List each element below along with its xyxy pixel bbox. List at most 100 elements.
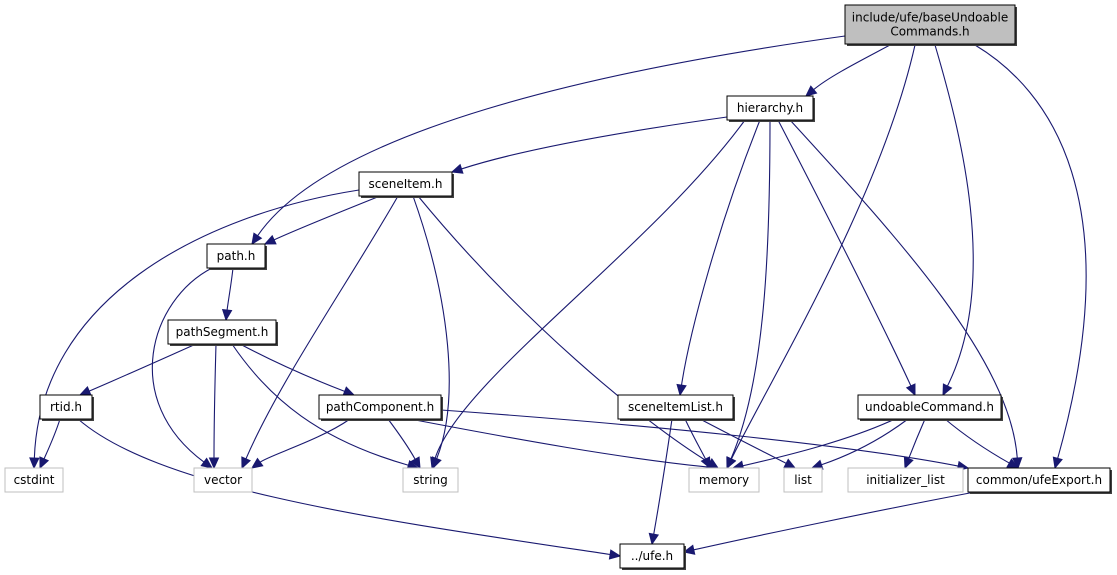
- edge-hierarchy-to-memory: [730, 119, 771, 460]
- edge-path-to-pathSegment: [226, 267, 234, 311]
- arrowhead-pathComponent-to-string: [410, 456, 421, 470]
- node-list: list: [783, 467, 823, 493]
- node-label: string: [413, 473, 447, 487]
- arrowhead-pathSegment-to-pathComponent: [342, 386, 356, 397]
- node-label: common/ufeExport.h: [976, 473, 1102, 487]
- arrowhead-sceneItem-to-vector: [241, 456, 252, 470]
- node-box[interactable]: [726, 95, 814, 121]
- node-box[interactable]: [619, 543, 685, 569]
- node-box[interactable]: [358, 171, 453, 197]
- node-label: pathSegment.h: [176, 325, 269, 339]
- node-label: vector: [204, 473, 242, 487]
- node-box[interactable]: [617, 394, 734, 420]
- edge-hierarchy-to-ufeExport: [789, 119, 1018, 459]
- arrowhead-sceneItem-to-cstdint: [29, 457, 40, 470]
- arrowhead-pathSegment-to-vector: [208, 457, 220, 470]
- node-label: sceneItemList.h: [628, 400, 723, 414]
- edge-pathComponent-to-vector: [259, 418, 351, 463]
- edge-root-to-hierarchy: [813, 44, 891, 91]
- node-label: include/ufe/baseUndoable: [852, 11, 1008, 25]
- arrowhead-sceneItem-to-string: [431, 456, 442, 470]
- arrowhead-sceneItem-to-path: [263, 234, 277, 245]
- node-box[interactable]: [39, 394, 93, 420]
- node-box: [847, 467, 964, 493]
- node-label: memory: [699, 473, 749, 487]
- node-path[interactable]: path.h: [206, 243, 267, 270]
- edge-hierarchy-to-sceneItemList: [680, 119, 761, 386]
- arrowhead-hierarchy-to-memory: [726, 456, 737, 470]
- node-box[interactable]: [857, 394, 1002, 420]
- arrowhead-path-to-vector: [200, 457, 213, 469]
- arrowhead-sceneItemList-to-memory: [700, 456, 711, 470]
- node-label: undoableCommand.h: [865, 400, 994, 414]
- arrowhead-sceneItemList-to-list: [783, 458, 797, 469]
- edge-root-to-memory: [730, 44, 916, 460]
- edge-ufeExport-to-ufe: [693, 491, 976, 551]
- node-string: string: [402, 467, 459, 493]
- node-box[interactable]: [318, 394, 442, 420]
- node-memory: memory: [688, 467, 760, 493]
- node-box: [4, 467, 64, 493]
- edge-pathComponent-to-string: [387, 418, 416, 460]
- edge-hierarchy-to-sceneItem: [461, 116, 728, 170]
- arrowhead-path-to-pathSegment: [221, 308, 233, 322]
- node-box[interactable]: [967, 467, 1111, 493]
- node-hierarchy[interactable]: hierarchy.h: [726, 95, 815, 122]
- edge-undoableCommand-to-memory: [742, 418, 896, 467]
- edge-undoableCommand-to-initializer_list: [908, 418, 926, 459]
- node-box: [783, 467, 823, 493]
- node-rtid[interactable]: rtid.h: [39, 394, 94, 421]
- node-box[interactable]: [206, 243, 266, 269]
- node-label: hierarchy.h: [737, 101, 803, 115]
- node-ufeExport[interactable]: common/ufeExport.h: [967, 467, 1112, 494]
- node-box[interactable]: [167, 319, 277, 345]
- node-label: initializer_list: [866, 473, 945, 487]
- edge-sceneItemList-to-memory: [684, 418, 707, 460]
- node-label: sceneItem.h: [369, 177, 443, 191]
- node-undoableCommand[interactable]: undoableCommand.h: [857, 394, 1003, 421]
- arrowhead-ufeExport-to-ufe: [682, 544, 696, 555]
- edge-pathSegment-to-pathComponent: [239, 343, 345, 392]
- node-label: ../ufe.h: [631, 549, 673, 563]
- arrowhead-root-to-undoableCommand: [942, 383, 953, 397]
- arrowhead-undoableCommand-to-ufeExport: [1006, 458, 1020, 469]
- node-sceneItemList[interactable]: sceneItemList.h: [617, 394, 735, 421]
- edge-sceneItem-to-string: [412, 195, 450, 459]
- arrowhead-sceneItemList-to-ufe: [648, 532, 660, 546]
- node-vector: vector: [193, 467, 253, 493]
- node-label: rtid.h: [50, 400, 82, 414]
- node-box: [402, 467, 459, 493]
- node-sceneItem[interactable]: sceneItem.h: [358, 171, 454, 198]
- arrowhead-pathSegment-to-rtid: [78, 386, 92, 396]
- node-label: Commands.h: [890, 25, 969, 39]
- arrowhead-root-to-hierarchy: [805, 85, 818, 97]
- node-pathSegment[interactable]: pathSegment.h: [167, 319, 278, 346]
- edge-pathSegment-to-rtid: [88, 343, 197, 392]
- node-pathComponent[interactable]: pathComponent.h: [318, 394, 443, 421]
- edge-undoableCommand-to-list: [821, 418, 909, 466]
- edge-root-to-path: [257, 35, 846, 237]
- arrowhead-rtid-to-cstdint: [39, 456, 50, 470]
- edge-sceneItem-to-path: [273, 195, 381, 241]
- edge-root-to-ufeExport: [974, 44, 1087, 459]
- arrowhead-root-to-path: [251, 232, 263, 246]
- arrowhead-hierarchy-to-ufeExport: [1011, 457, 1023, 470]
- edge-pathSegment-to-string: [231, 343, 409, 466]
- node-label: pathComponent.h: [326, 400, 434, 414]
- arrowhead-hierarchy-to-undoableCommand: [905, 383, 916, 397]
- node-label: cstdint: [14, 473, 55, 487]
- node-initializer_list: initializer_list: [847, 467, 964, 493]
- node-box[interactable]: [844, 4, 1016, 45]
- node-label: path.h: [217, 249, 256, 263]
- node-ufe[interactable]: ../ufe.h: [619, 543, 686, 570]
- edge-path-to-vector: [151, 267, 213, 463]
- edge-hierarchy-to-undoableCommand: [777, 119, 912, 387]
- edge-root-to-undoableCommand: [934, 44, 974, 387]
- node-cstdint: cstdint: [4, 467, 64, 493]
- arrowhead-rtid-to-ufe: [608, 549, 622, 560]
- arrowhead-root-to-ufeExport: [1052, 456, 1063, 470]
- edge-undoableCommand-to-ufeExport: [944, 418, 1010, 464]
